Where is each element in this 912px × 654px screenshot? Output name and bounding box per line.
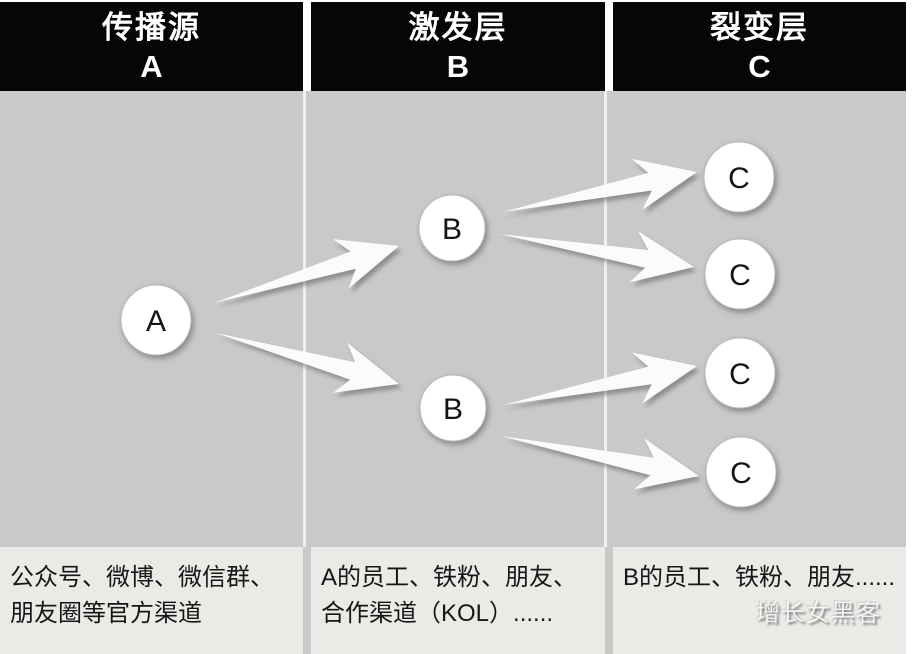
- footer-note-fission: B的员工、铁粉、朋友......: [613, 547, 906, 654]
- header-title-fission: 裂变层: [710, 9, 809, 45]
- diagram-area: A B B C C C C: [0, 91, 906, 547]
- node-C1: C: [703, 141, 775, 213]
- header-col-fission: 裂变层 C: [613, 2, 906, 91]
- node-circle-B1: [418, 194, 486, 262]
- footer-note-activation: A的员工、铁粉、朋友、合作渠道（KOL）......: [311, 547, 605, 654]
- header-title-activation: 激发层: [408, 9, 508, 45]
- node-label-C2: C: [729, 259, 751, 292]
- node-label-C1: C: [728, 162, 750, 195]
- flow-arrow-A-B2: [216, 333, 399, 393]
- diagram-canvas: A B B C C C C: [120, 141, 777, 508]
- node-C4: C: [705, 436, 777, 508]
- footer-row: 公众号、微博、微信群、朋友圈等官方渠道 A的员工、铁粉、朋友、合作渠道（KOL）…: [0, 547, 906, 654]
- node-circle-C4: [705, 436, 777, 508]
- header-col-activation: 激发层 B: [311, 2, 605, 91]
- node-label-B1: B: [442, 213, 462, 246]
- node-label-C4: C: [730, 457, 752, 490]
- node-label-A: A: [146, 305, 166, 338]
- node-B2: B: [419, 374, 487, 442]
- node-C3: C: [704, 337, 776, 409]
- node-circle-C1: [703, 141, 775, 213]
- node-circle-C3: [704, 337, 776, 409]
- node-circle-C2: [704, 238, 776, 310]
- flow-arrow-B1-C1: [503, 158, 697, 212]
- node-label-C3: C: [729, 358, 751, 391]
- header-title-source: 传播源: [102, 9, 201, 45]
- header-col-source: 传播源 A: [0, 2, 303, 91]
- node-A: A: [120, 284, 192, 356]
- node-label-B2: B: [443, 393, 463, 426]
- node-C2: C: [704, 238, 776, 310]
- column-divider-2: [604, 91, 607, 547]
- flow-arrow-B2-C3: [503, 352, 697, 405]
- header-letter-c: C: [748, 48, 771, 84]
- flow-arrow-B1-C2: [500, 231, 694, 283]
- header-letter-b: B: [446, 48, 470, 84]
- node-circle-A: [120, 284, 192, 356]
- flow-arrow-A-B1: [214, 239, 399, 303]
- watermark: 增长女黑客: [756, 600, 881, 627]
- footer-note-source: 公众号、微博、微信群、朋友圈等官方渠道: [0, 547, 303, 654]
- header-letter-a: A: [140, 48, 163, 84]
- flow-arrow-B2-C4: [501, 436, 699, 490]
- node-circle-B2: [419, 374, 487, 442]
- column-divider-1: [303, 91, 306, 547]
- node-B1: B: [418, 194, 486, 262]
- header-row: 传播源 A 激发层 B 裂变层 C: [0, 0, 906, 91]
